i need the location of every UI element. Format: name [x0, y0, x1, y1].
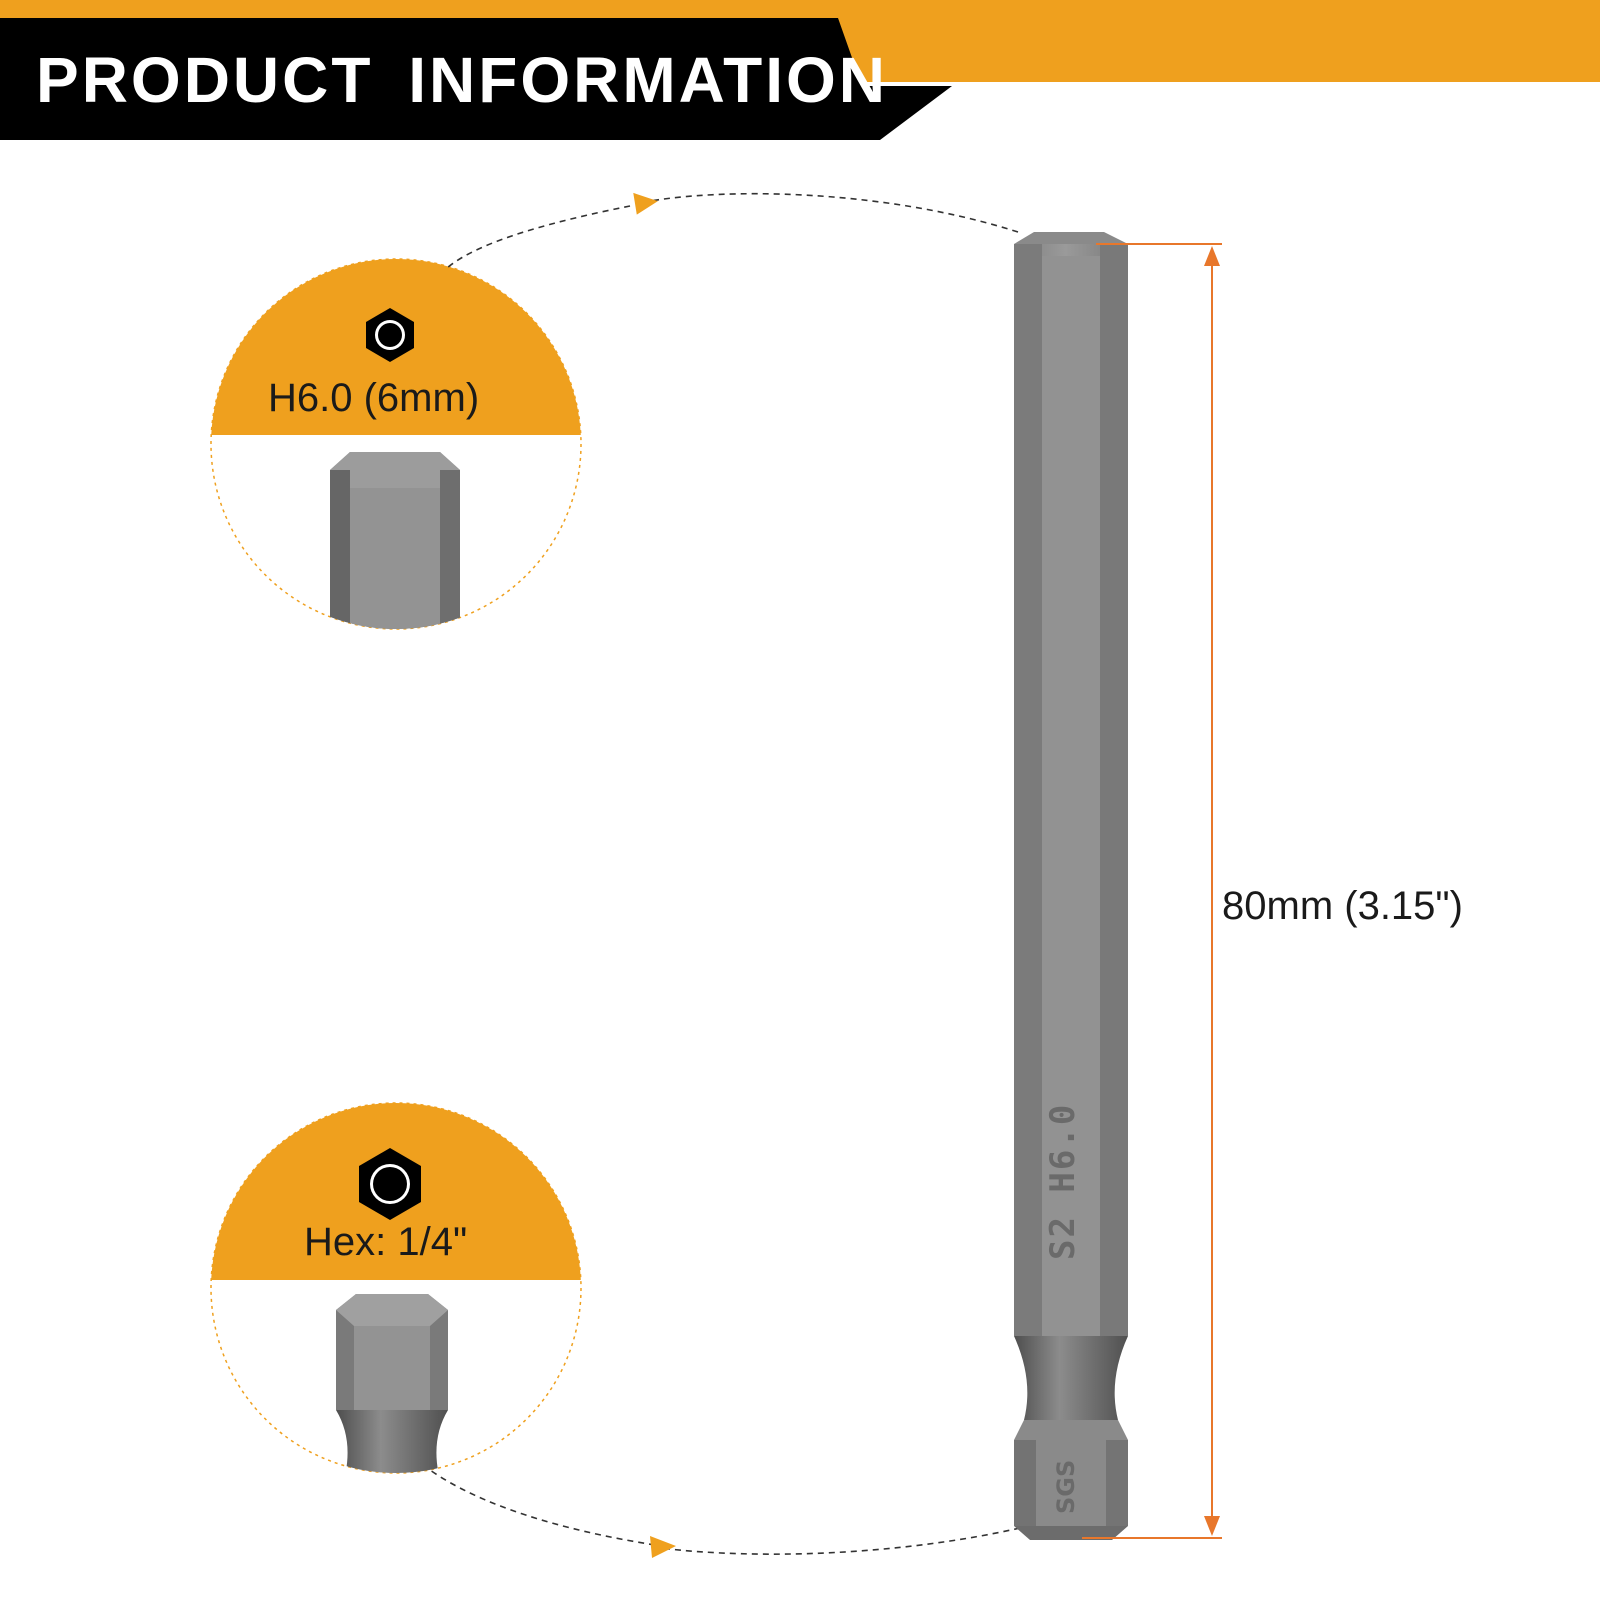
hex-tip-closeup: [330, 452, 460, 629]
shank-size-label: Hex: 1/4": [304, 1220, 468, 1264]
header-accent-wedge: [820, 0, 1600, 82]
header-black-tab: [0, 18, 952, 140]
connector-arc-top: [644, 192, 1019, 233]
page-title: PRODUCT INFORMATION: [36, 44, 888, 116]
connector-arc-bottom: [659, 1527, 1021, 1555]
tip-size-label: H6.0 (6mm): [268, 376, 480, 420]
hex-shank-callout: [210, 1102, 582, 1474]
header-band: [0, 0, 1600, 140]
hex-bit-image: S2 H6.0 SGS: [1014, 232, 1128, 1540]
bit-brand-text: SGS: [1052, 1460, 1080, 1514]
hex-tip-callout: [210, 258, 582, 630]
hexagon-icon: [359, 1148, 421, 1220]
arrow-head-top: [633, 192, 658, 215]
hexagon-icon: [366, 308, 414, 362]
length-dimension: [1082, 243, 1222, 1539]
connector-arcs: [429, 192, 1021, 1555]
arrow-head-bottom: [650, 1536, 676, 1558]
length-label: 80mm (3.15"): [1222, 884, 1463, 928]
bit-marking-text: S2 H6.0: [1043, 1103, 1083, 1260]
hex-shank-closeup: [336, 1294, 448, 1473]
